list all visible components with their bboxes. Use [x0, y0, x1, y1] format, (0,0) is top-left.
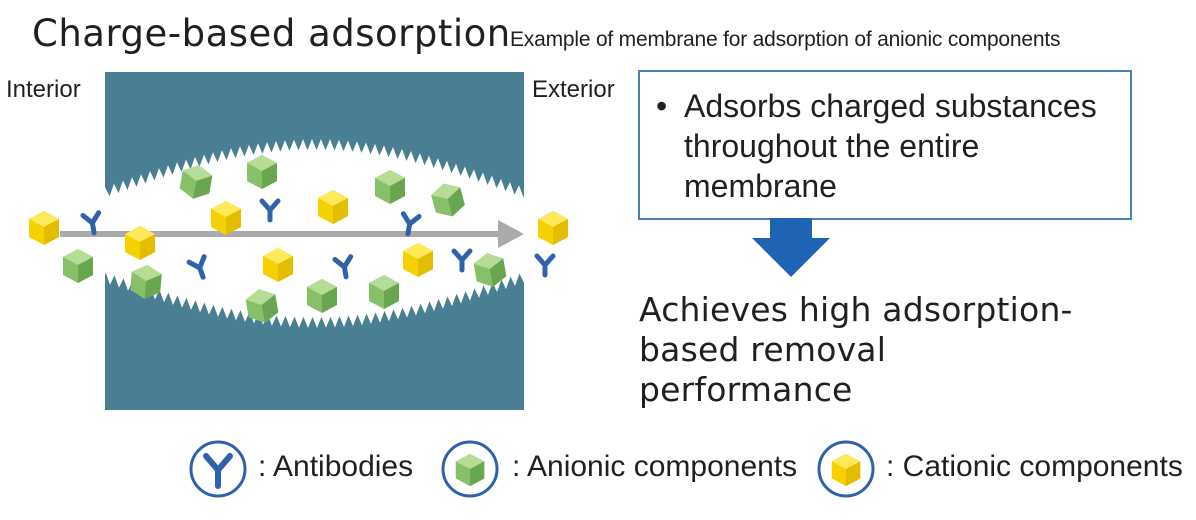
diagram-subtitle: Example of membrane for adsorption of an…	[510, 28, 1061, 51]
antibody	[537, 256, 553, 275]
anionic-legend-icon	[441, 440, 499, 498]
legend-anionic-label: : Anionic components	[512, 450, 798, 483]
legend-antibodies-label: : Antibodies	[258, 450, 414, 483]
info-box: • Adsorbs charged substances throughout …	[638, 70, 1132, 220]
flow-arrow-head	[498, 220, 524, 248]
cationic-legend-icon	[817, 440, 875, 498]
legend-cationic-label: : Cationic components	[886, 450, 1183, 483]
membrane-diagram	[0, 72, 568, 410]
info-text: Adsorbs charged substances throughout th…	[684, 88, 1097, 204]
antibody-legend-icon	[189, 440, 247, 498]
result-text: Achieves high adsorption-based removal p…	[639, 290, 1073, 409]
cationic-component	[538, 211, 568, 245]
diagram-title: Charge-based adsorption	[32, 12, 511, 55]
exterior-label: Exterior	[532, 76, 615, 103]
interior-label: Interior	[6, 76, 81, 103]
bullet-marker: •	[656, 88, 668, 124]
